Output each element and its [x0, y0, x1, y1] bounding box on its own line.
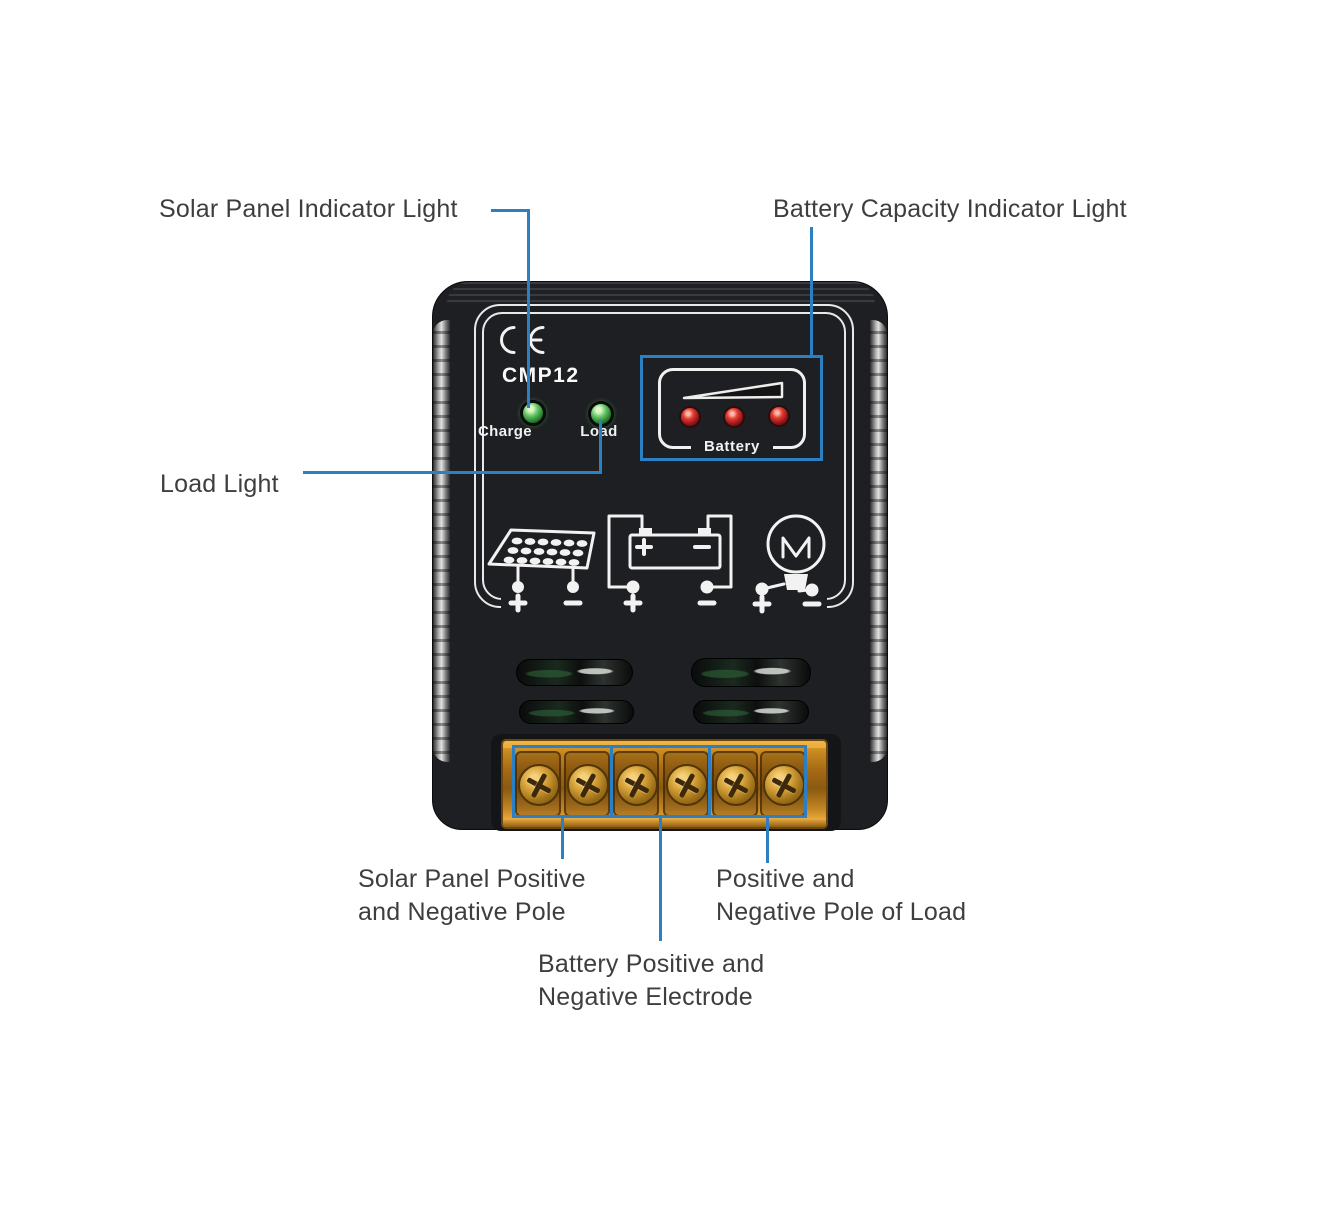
charge-led [520, 400, 546, 426]
battery-panel-gap [691, 442, 773, 450]
solar-panel-icon [487, 528, 596, 613]
battery-indicator-panel: Battery [658, 368, 806, 455]
model-number: CMP12 [502, 364, 580, 387]
label-text: Battery Capacity Indicator Light [773, 195, 1127, 223]
terminal-block [501, 739, 828, 829]
highlight-box-battery-indicator [640, 355, 823, 461]
terminal-lip [503, 741, 826, 748]
label-text: Battery Positive and [538, 950, 765, 978]
label-text: Solar Panel Indicator Light [159, 195, 458, 223]
ce-mark-icon [500, 326, 545, 354]
terminal-screw [715, 764, 757, 806]
battery-led-high [768, 405, 790, 427]
terminal-cell [564, 751, 610, 817]
label-battery-capacity-indicator: Battery Capacity Indicator Light [773, 193, 1127, 226]
highlight-box-load-terminals [708, 745, 807, 818]
label-load-pole: Positive and Negative Pole of Load [716, 863, 966, 929]
left-chrome-edge [433, 320, 450, 762]
left-edge-ribs [433, 320, 450, 762]
load-led [588, 401, 614, 427]
label-solar-panel-indicator: Solar Panel Indicator Light [159, 193, 458, 226]
load-led-label: Load [577, 423, 621, 440]
terminal-cell [613, 751, 659, 817]
terminal-screw [567, 764, 609, 806]
leader-load-light-h [303, 471, 602, 474]
leader-battery-electrode-v [659, 817, 662, 941]
vent-slot [516, 659, 633, 686]
label-load-light: Load Light [160, 468, 279, 501]
leader-solar-indicator-v [527, 209, 530, 408]
terminal-cell [515, 751, 561, 817]
wiring-icons [487, 514, 826, 614]
label-text: Solar Panel Positive [358, 865, 586, 893]
terminal-screw [666, 764, 708, 806]
charge-controller-device: CMP12 Charge Load Battery [432, 281, 888, 831]
highlight-box-battery-terminals [610, 745, 711, 818]
leader-solar-pole-v [561, 817, 564, 859]
right-chrome-edge [870, 320, 887, 762]
leader-battery-capacity-v [810, 227, 813, 357]
label-battery-electrode: Battery Positive and Negative Electrode [538, 948, 764, 1014]
highlight-box-solar-terminals [512, 745, 613, 818]
vent-slot [691, 658, 811, 687]
terminal-screw [616, 764, 658, 806]
terminal-lip [503, 818, 826, 827]
battery-led-mid [723, 406, 745, 428]
vent-slot [519, 700, 634, 724]
label-solar-panel-pole: Solar Panel Positive and Negative Pole [358, 863, 586, 929]
load-lamp-icon [752, 514, 826, 614]
leader-load-pole-v [766, 817, 769, 863]
face-outline-gap [501, 592, 827, 612]
label-text: Positive and [716, 865, 855, 893]
top-rib-texture [447, 282, 875, 304]
label-text: Load Light [160, 470, 279, 498]
label-text: Negative Pole of Load [716, 898, 967, 926]
battery-level-wedge-icon [682, 381, 784, 400]
battery-panel-label: Battery [704, 438, 760, 455]
right-edge-ribs [870, 320, 887, 762]
vent-slot [693, 700, 809, 724]
battery-icon [607, 514, 733, 613]
leader-solar-indicator-h [491, 209, 530, 212]
terminal-cell [663, 751, 709, 817]
label-text: Negative Electrode [538, 983, 753, 1011]
terminal-screw [518, 764, 560, 806]
battery-led-low [679, 406, 701, 428]
label-text: and Negative Pole [358, 898, 566, 926]
leader-load-light-v [599, 420, 602, 474]
charge-led-label: Charge [477, 423, 533, 440]
